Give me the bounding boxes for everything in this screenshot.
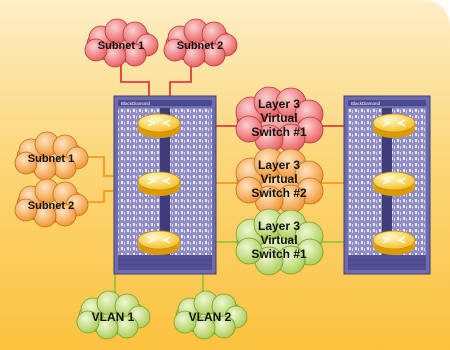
cloud-vlan-right-label: VLAN 2	[189, 310, 232, 324]
cloud-subnet-top-right: Subnet 2	[163, 18, 238, 68]
router-icon-right-bottom	[372, 230, 416, 256]
cloud-subnet-top-left: Subnet 1	[84, 18, 159, 68]
cloud-subnet-low-left: Subnet 2	[14, 178, 89, 228]
router-icon-left-top	[137, 113, 181, 139]
vs-green-line-2: Virtual	[260, 233, 297, 247]
cloud-vlan-left-label: VLAN 1	[92, 310, 135, 324]
vs-red-line-3: Switch #1	[251, 125, 307, 139]
chassis-left-brand: BlackDiamond	[121, 101, 151, 106]
router-icon-right-top	[372, 113, 416, 139]
router-icon-left-mid	[137, 171, 181, 197]
vs-red-line-1: Layer 3	[258, 97, 300, 111]
cloud-subnet-low-left-label: Subnet 2	[28, 200, 74, 212]
cloud-vlan-left: VLAN 1	[76, 290, 151, 340]
vs-green-line-1: Layer 3	[258, 219, 300, 233]
cloud-subnet-top-left-label: Subnet 1	[98, 40, 144, 52]
router-icon-left-bottom	[137, 230, 181, 256]
cloud-subnet-mid-left-label: Subnet 1	[28, 153, 74, 165]
cloud-subnet-top-right-label: Subnet 2	[177, 40, 223, 52]
vs-orange-line-2: Virtual	[260, 172, 297, 186]
router-icon-right-mid	[372, 171, 416, 197]
vs-green-line-3: Switch #1	[251, 247, 307, 261]
chassis-right-brand: BlackDiamond	[351, 101, 381, 106]
cloud-vlan-right: VLAN 2	[173, 290, 248, 340]
vs-orange-line-3: Switch #2	[251, 186, 307, 200]
vs-red-line-2: Virtual	[260, 111, 297, 125]
cloud-virtual-switch-red: Layer 3 Virtual Switch #1	[235, 86, 324, 154]
cloud-subnet-mid-left: Subnet 1	[14, 131, 89, 181]
vs-orange-line-1: Layer 3	[258, 158, 300, 172]
cloud-virtual-switch-orange: Layer 3 Virtual Switch #2	[235, 147, 324, 215]
cloud-virtual-switch-green: Layer 3 Virtual Switch #1	[235, 208, 324, 276]
